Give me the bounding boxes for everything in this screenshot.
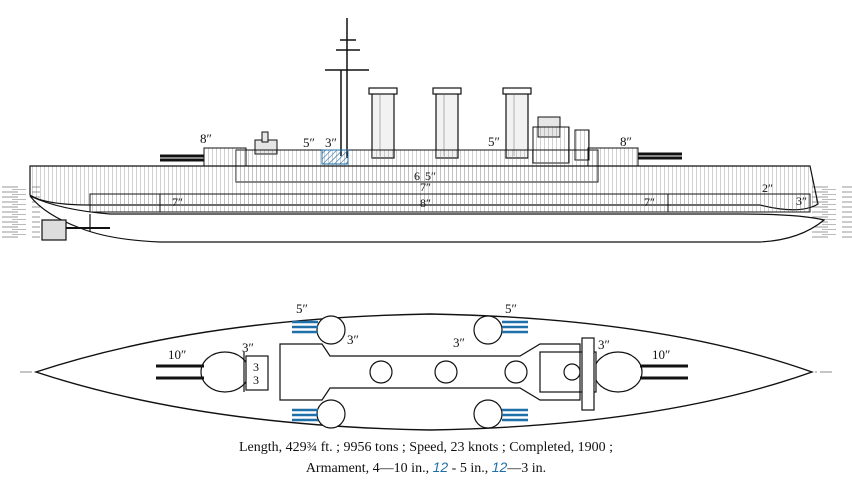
funnel-1 xyxy=(371,89,395,159)
plan-aft-turret-label: 10″ xyxy=(652,347,670,362)
casemate-label-b: 3″ xyxy=(325,135,337,150)
belt-stern-label-b: 3″ xyxy=(796,194,807,208)
casemate-label-a: 5″ xyxy=(303,135,315,150)
belt-mid-label: 8″ xyxy=(420,196,431,210)
plan-view: 5″ 5″ 3″ 3″ 3″ 3″ 10″ 10″ 3 3 xyxy=(20,301,832,431)
rudder xyxy=(41,214,110,241)
fwd-turret xyxy=(156,351,269,393)
upper-belt-label-c: 7″ xyxy=(420,180,431,194)
fwd-turret-armor-label: 8″ xyxy=(200,131,212,146)
deck-outline xyxy=(33,313,815,431)
funnels xyxy=(368,87,532,159)
casemate-aft-label: 5″ xyxy=(488,134,500,149)
casemate-guns xyxy=(292,320,528,422)
belt-stern-label-a: 2″ xyxy=(762,181,773,195)
funnel-2 xyxy=(435,89,459,159)
caption-line-2: Armament, 4—10 in., 12 - 5 in., 12—3 in. xyxy=(0,459,852,477)
turret-guns xyxy=(160,152,682,162)
belt-aft-label: 7″ xyxy=(644,195,655,209)
caption-line-1: Length, 429¾ ft. ; 9956 tons ; Speed, 23… xyxy=(238,440,614,455)
casemates xyxy=(316,315,503,429)
belt-fwd-label: 7″ xyxy=(172,195,183,209)
plan-mid-small-label-a: 3″ xyxy=(347,332,359,347)
plan-casemate-aft-label: 5″ xyxy=(505,301,517,316)
armament-5in-count: 12 xyxy=(432,459,449,475)
profile-view: 8″ 5″ 3″ 5″ 8″ 6 5″ 7″ 7″ 8″ 7″ 2″ 3″ xyxy=(0,18,852,243)
plan-fwd-small-label: 3″ xyxy=(242,340,254,355)
deckhouse xyxy=(279,343,581,401)
funnel-3 xyxy=(505,89,529,159)
aft-turret-armor-label: 8″ xyxy=(620,134,632,149)
upper-belt-label-b: 5″ xyxy=(425,169,436,183)
armament-main: Armament, 4—10 in., xyxy=(305,461,430,476)
funnel-tops xyxy=(369,360,581,384)
water-right xyxy=(812,186,852,238)
upper-belt-label-a: 6 xyxy=(414,169,420,183)
plan-barbette-label-b: 3 xyxy=(253,373,259,387)
mast xyxy=(325,18,369,158)
armament-5in-unit: - 5 in., xyxy=(448,461,489,476)
plan-fwd-turret-label: 10″ xyxy=(168,347,186,362)
armament-3in-unit: —3 in. xyxy=(507,461,547,476)
armament-3in-count: 12 xyxy=(491,459,508,475)
plan-barbette-label-a: 3 xyxy=(253,360,259,374)
plan-casemate-fwd-label: 5″ xyxy=(296,301,308,316)
armor-belt xyxy=(89,193,811,213)
plan-aft-small-label: 3″ xyxy=(598,337,610,352)
plan-mid-small-label-b: 3″ xyxy=(453,335,465,350)
